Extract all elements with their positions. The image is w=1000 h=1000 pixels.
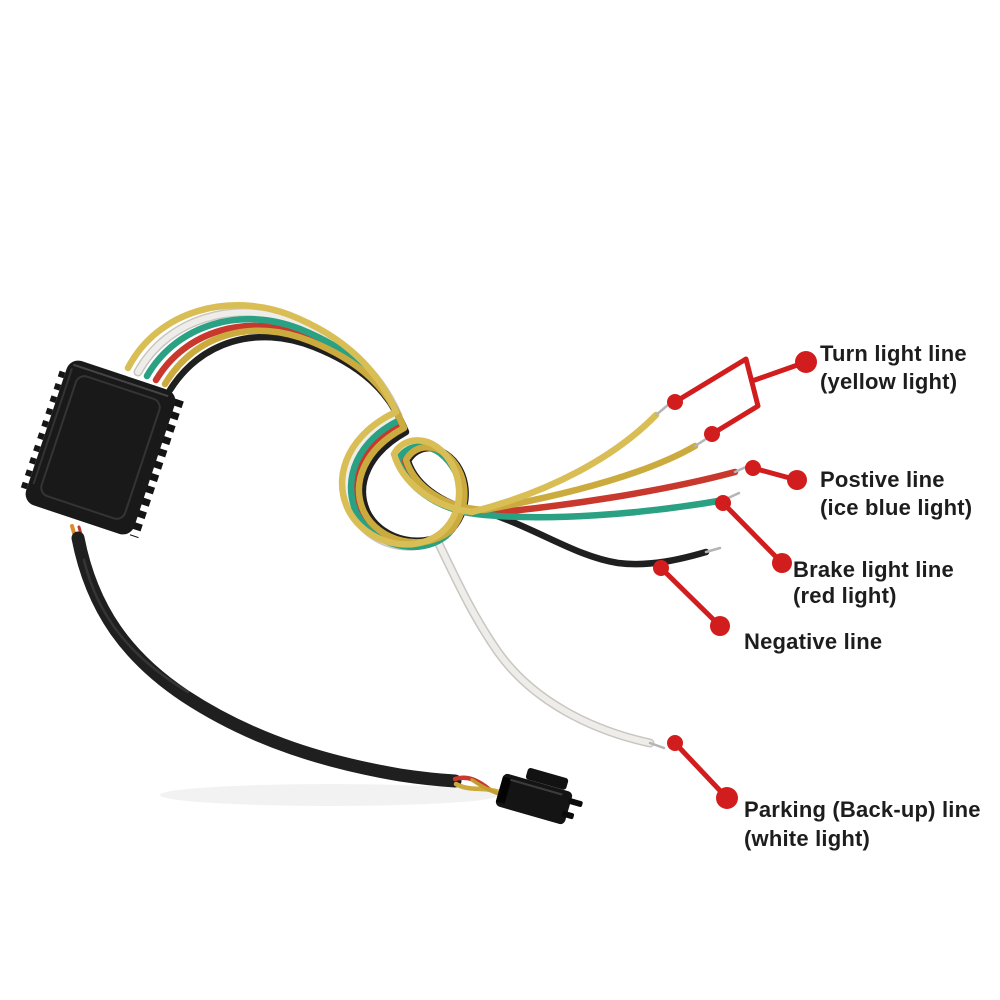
control-box-body — [25, 360, 176, 535]
parking-label-line1: Parking (Back-up) line — [744, 797, 981, 822]
sm-connector-plug — [495, 767, 583, 825]
turn-wire-yellow-1 — [124, 302, 660, 548]
brake-label-dot — [772, 553, 792, 573]
turn-wire-yellow-2 — [161, 327, 699, 546]
brake-label-line1: Brake light line — [793, 557, 954, 582]
turn-wire-dot-1 — [667, 394, 683, 410]
brake-callout-leader — [720, 500, 785, 566]
positive-label-dot — [787, 470, 807, 490]
control-box-left-highlight — [32, 368, 73, 485]
connector-highlight — [510, 778, 563, 796]
callouts: Turn light line (yellow light) Postive l… — [653, 341, 981, 851]
connector-body — [495, 773, 573, 825]
positive-wire-dot — [745, 460, 761, 476]
power-cable-sheen — [82, 558, 190, 694]
parking-wire-tip — [648, 741, 666, 750]
connector-collar — [495, 776, 512, 805]
negative-wire-tip — [704, 546, 722, 554]
control-box — [19, 360, 184, 539]
parking-wire-white — [135, 309, 653, 746]
turn-wire-dot-2 — [704, 426, 720, 442]
wire-bundle — [124, 302, 750, 750]
power-cable — [71, 531, 462, 788]
control-box-inner-panel — [40, 375, 161, 520]
control-box-top-highlight — [72, 363, 169, 398]
turn-wire-1-tip — [654, 403, 670, 417]
turn-label-line2: (yellow light) — [820, 369, 957, 394]
parking-wire-white-edge — [133, 307, 655, 748]
negative-callout-leader — [658, 565, 723, 629]
negative-label-line1: Negative line — [744, 629, 882, 654]
power-cable-assembly — [70, 524, 583, 825]
callout-positive-line: Postive line (ice blue light) — [745, 460, 972, 520]
cable-shadow — [160, 784, 500, 806]
turn-label-dot — [795, 351, 817, 373]
positive-label-line1: Postive line — [820, 467, 945, 492]
turn-label-line1: Turn light line — [820, 341, 967, 366]
brake-wire-dot — [715, 495, 731, 511]
turn-wire-2-tip — [693, 437, 708, 448]
positive-label-line2: (ice blue light) — [820, 495, 972, 520]
callout-turn-light: Turn light line (yellow light) — [667, 341, 967, 442]
control-box-serrated-edge-left — [19, 370, 66, 493]
negative-wire-dot — [653, 560, 669, 576]
turn-callout-bracket — [672, 356, 761, 437]
connector-pin-top — [568, 798, 583, 807]
brake-label-line2: (red light) — [793, 583, 897, 608]
parking-callout-leader — [672, 740, 730, 801]
parking-wire-dot — [667, 735, 683, 751]
connector-pin-bottom — [561, 810, 575, 820]
connector-lead-yellow — [453, 781, 505, 796]
callout-parking-line: Parking (Back-up) line (white light) — [667, 735, 981, 851]
callout-negative-line: Negative line — [653, 560, 882, 654]
parking-label-dot — [716, 787, 738, 809]
callout-brake-light: Brake light line (red light) — [715, 495, 954, 608]
negative-label-dot — [710, 616, 730, 636]
parking-label-line2: (white light) — [744, 826, 870, 851]
connector-latch — [525, 767, 569, 790]
